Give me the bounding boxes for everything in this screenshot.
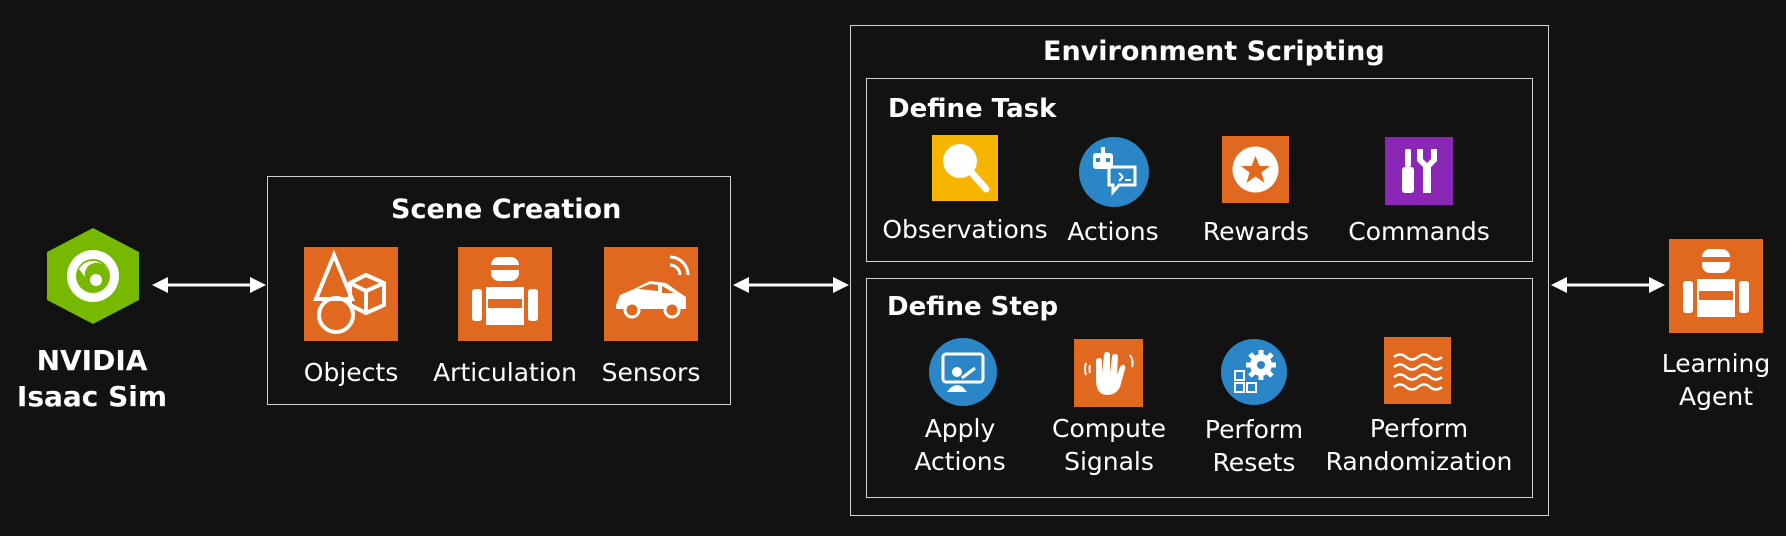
waving-hand-icon [1074,339,1143,407]
robot-icon [458,247,552,341]
learning-agent-robot-icon [1669,239,1763,333]
tools-icon [1385,137,1453,205]
define-step-title: Define Step [887,292,1059,322]
star-badge-icon [1222,136,1289,203]
robot-chat-icon [1079,137,1149,207]
bidirectional-arrow-3 [1551,277,1665,293]
step-item-1-line2: Signals [1064,447,1154,476]
task-item-label-0: Observations [882,215,1048,244]
step-item-3-line1: Perform [1369,414,1469,443]
nvidia-logo-icon [42,226,144,326]
scene-creation-box [267,176,731,405]
task-item-label-1: Actions [1067,217,1159,246]
learning-agent-line2: Agent [1679,382,1753,411]
gear-grid-icon [1221,339,1287,405]
magnifier-icon [932,135,998,201]
bidirectional-arrow-2 [733,277,849,293]
environment-scripting-box [850,25,1549,516]
step-item-2-line2: Resets [1212,448,1296,477]
task-item-label-3: Commands [1348,217,1490,246]
scene-item-label-2: Sensors [601,358,701,387]
step-item-3-line2: Randomization [1325,447,1513,476]
step-item-0-line2: Actions [914,447,1006,476]
define-step-box [866,278,1533,498]
define-task-title: Define Task [888,94,1057,124]
step-item-2-line1: Perform [1204,415,1304,444]
nvidia-line1: NVIDIA [36,344,148,377]
scene-item-label-0: Objects [303,358,399,387]
scene-creation-title: Scene Creation [391,194,622,225]
environment-scripting-title: Environment Scripting [1043,36,1385,67]
step-item-1-line1: Compute [1051,414,1167,443]
bidirectional-arrow-1 [152,277,266,293]
waves-icon [1384,337,1451,404]
shapes-icon [304,247,398,341]
task-item-label-2: Rewards [1202,217,1310,246]
step-item-0-line1: Apply [924,414,996,443]
learning-agent-line1: Learning [1661,349,1771,378]
presenter-icon [929,338,997,406]
nvidia-line2: Isaac Sim [16,380,168,413]
car-sensor-icon [604,247,698,341]
scene-item-label-1: Articulation [433,358,577,387]
define-task-box [866,78,1533,262]
